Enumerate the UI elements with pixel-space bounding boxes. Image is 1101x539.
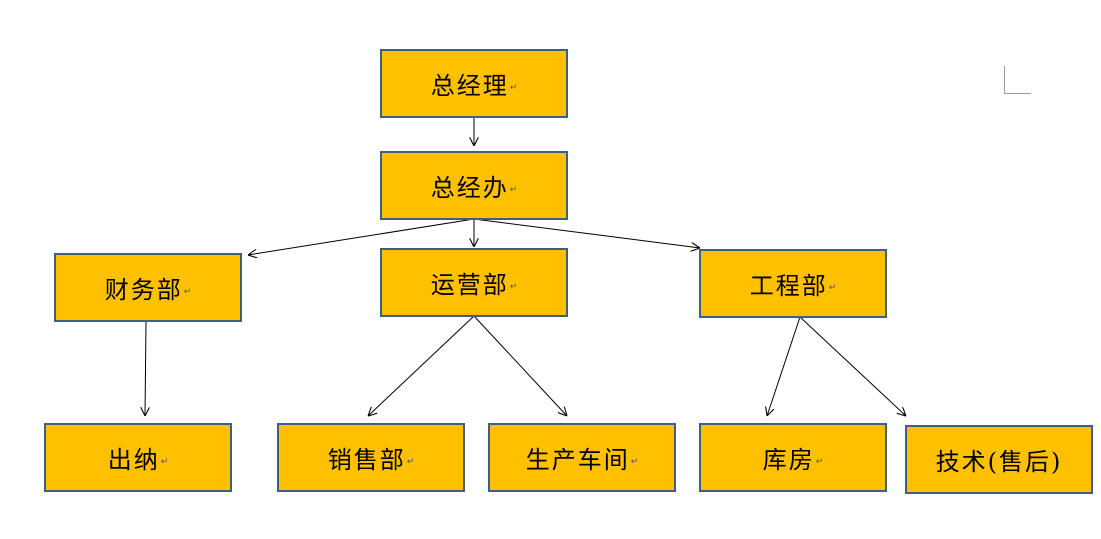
node-engineering: 工程部↵: [699, 249, 887, 318]
node-general-office: 总经办↵: [380, 151, 568, 220]
node-label: 运营部: [430, 271, 509, 299]
paragraph-mark-icon: ↵: [509, 82, 518, 93]
node-warehouse: 库房↵: [699, 423, 887, 492]
node-label: 总经理: [430, 72, 509, 100]
node-general-manager: 总经理↵: [380, 49, 568, 118]
paragraph-mark-icon: ↵: [183, 286, 192, 297]
paragraph-mark-icon: ↵: [828, 282, 837, 293]
page-corner-mark: [1004, 66, 1031, 94]
edge-office-to-engineering: [473, 218, 700, 248]
node-label: 工程部: [749, 272, 828, 300]
paragraph-mark-icon: ↵: [406, 456, 415, 467]
node-sales: 销售部↵: [277, 423, 465, 492]
edge-operations-to-workshop: [473, 315, 567, 416]
edge-finance-to-cashier: [145, 320, 146, 416]
paragraph-mark-icon: ↵: [815, 456, 824, 467]
edge-engineering-to-warehouse: [767, 316, 801, 416]
node-workshop: 生产车间↵: [488, 423, 676, 492]
node-label: 财务部: [104, 276, 183, 304]
edge-office-to-finance: [248, 218, 475, 255]
node-label: 出纳: [107, 446, 160, 474]
node-label: 生产车间: [525, 446, 630, 474]
paragraph-mark-icon: ↵: [630, 456, 639, 467]
node-label: 技术(售后): [935, 448, 1063, 476]
paragraph-mark-icon: ↵: [509, 184, 518, 195]
node-label: 库房: [762, 446, 815, 474]
edge-engineering-to-tech: [799, 316, 906, 416]
edge-operations-to-sales: [368, 315, 475, 416]
node-finance: 财务部↵: [54, 253, 242, 322]
node-label: 总经办: [430, 174, 509, 202]
node-cashier: 出纳↵: [44, 423, 232, 492]
node-operations: 运营部↵: [380, 248, 568, 317]
node-tech-after-sales: 技术(售后): [905, 425, 1093, 494]
paragraph-mark-icon: ↵: [160, 456, 169, 467]
paragraph-mark-icon: ↵: [509, 281, 518, 292]
node-label: 销售部: [327, 446, 406, 474]
